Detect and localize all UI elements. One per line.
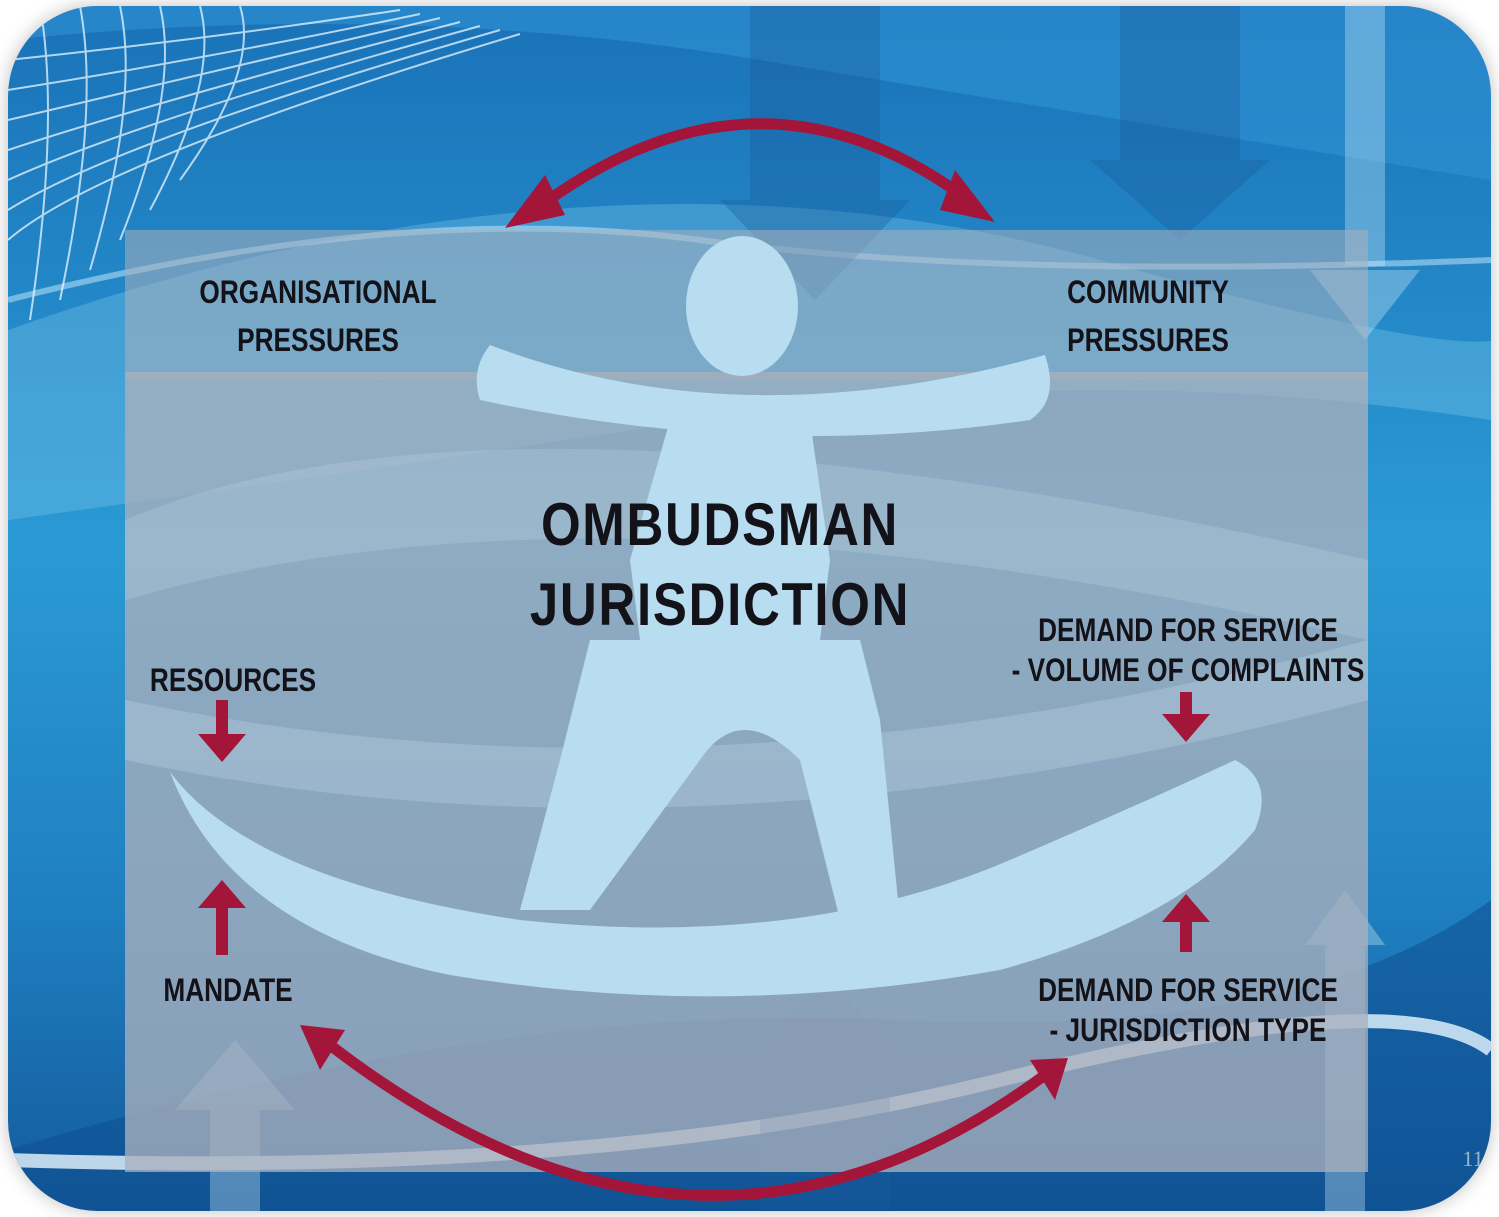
label-demand-type: DEMAND FOR SERVICE - JURISDICTION TYPE [1038, 972, 1338, 1048]
page-number: 11 [1462, 1146, 1484, 1171]
title-line-2: JURISDICTION [529, 571, 911, 638]
diagram-graphic [8, 6, 1491, 1211]
top-double-arrow [505, 118, 995, 228]
label-community-pressures: COMMUNITY PRESSURES [1067, 274, 1229, 358]
demand-volume-down-arrow [1162, 692, 1210, 742]
demand-type-up-arrow [1162, 894, 1210, 952]
label-organisational-pressures: ORGANISATIONAL PRESSURES [199, 274, 437, 358]
label-demand-volume: DEMAND FOR SERVICE - VOLUME OF COMPLAINT… [1011, 612, 1365, 688]
diagram-title: OMBUDSMAN JURISDICTION [482, 485, 958, 645]
balancing-person-icon [170, 236, 1262, 997]
slide: OMBUDSMAN JURISDICTION ORGANISATIONAL PR… [8, 6, 1491, 1211]
bottom-double-arrow [300, 1025, 1068, 1201]
mandate-up-arrow [198, 880, 246, 955]
title-line-1: OMBUDSMAN [540, 491, 900, 558]
label-resources: RESOURCES [149, 662, 317, 698]
resources-down-arrow [198, 700, 246, 762]
label-mandate: MANDATE [163, 972, 293, 1008]
